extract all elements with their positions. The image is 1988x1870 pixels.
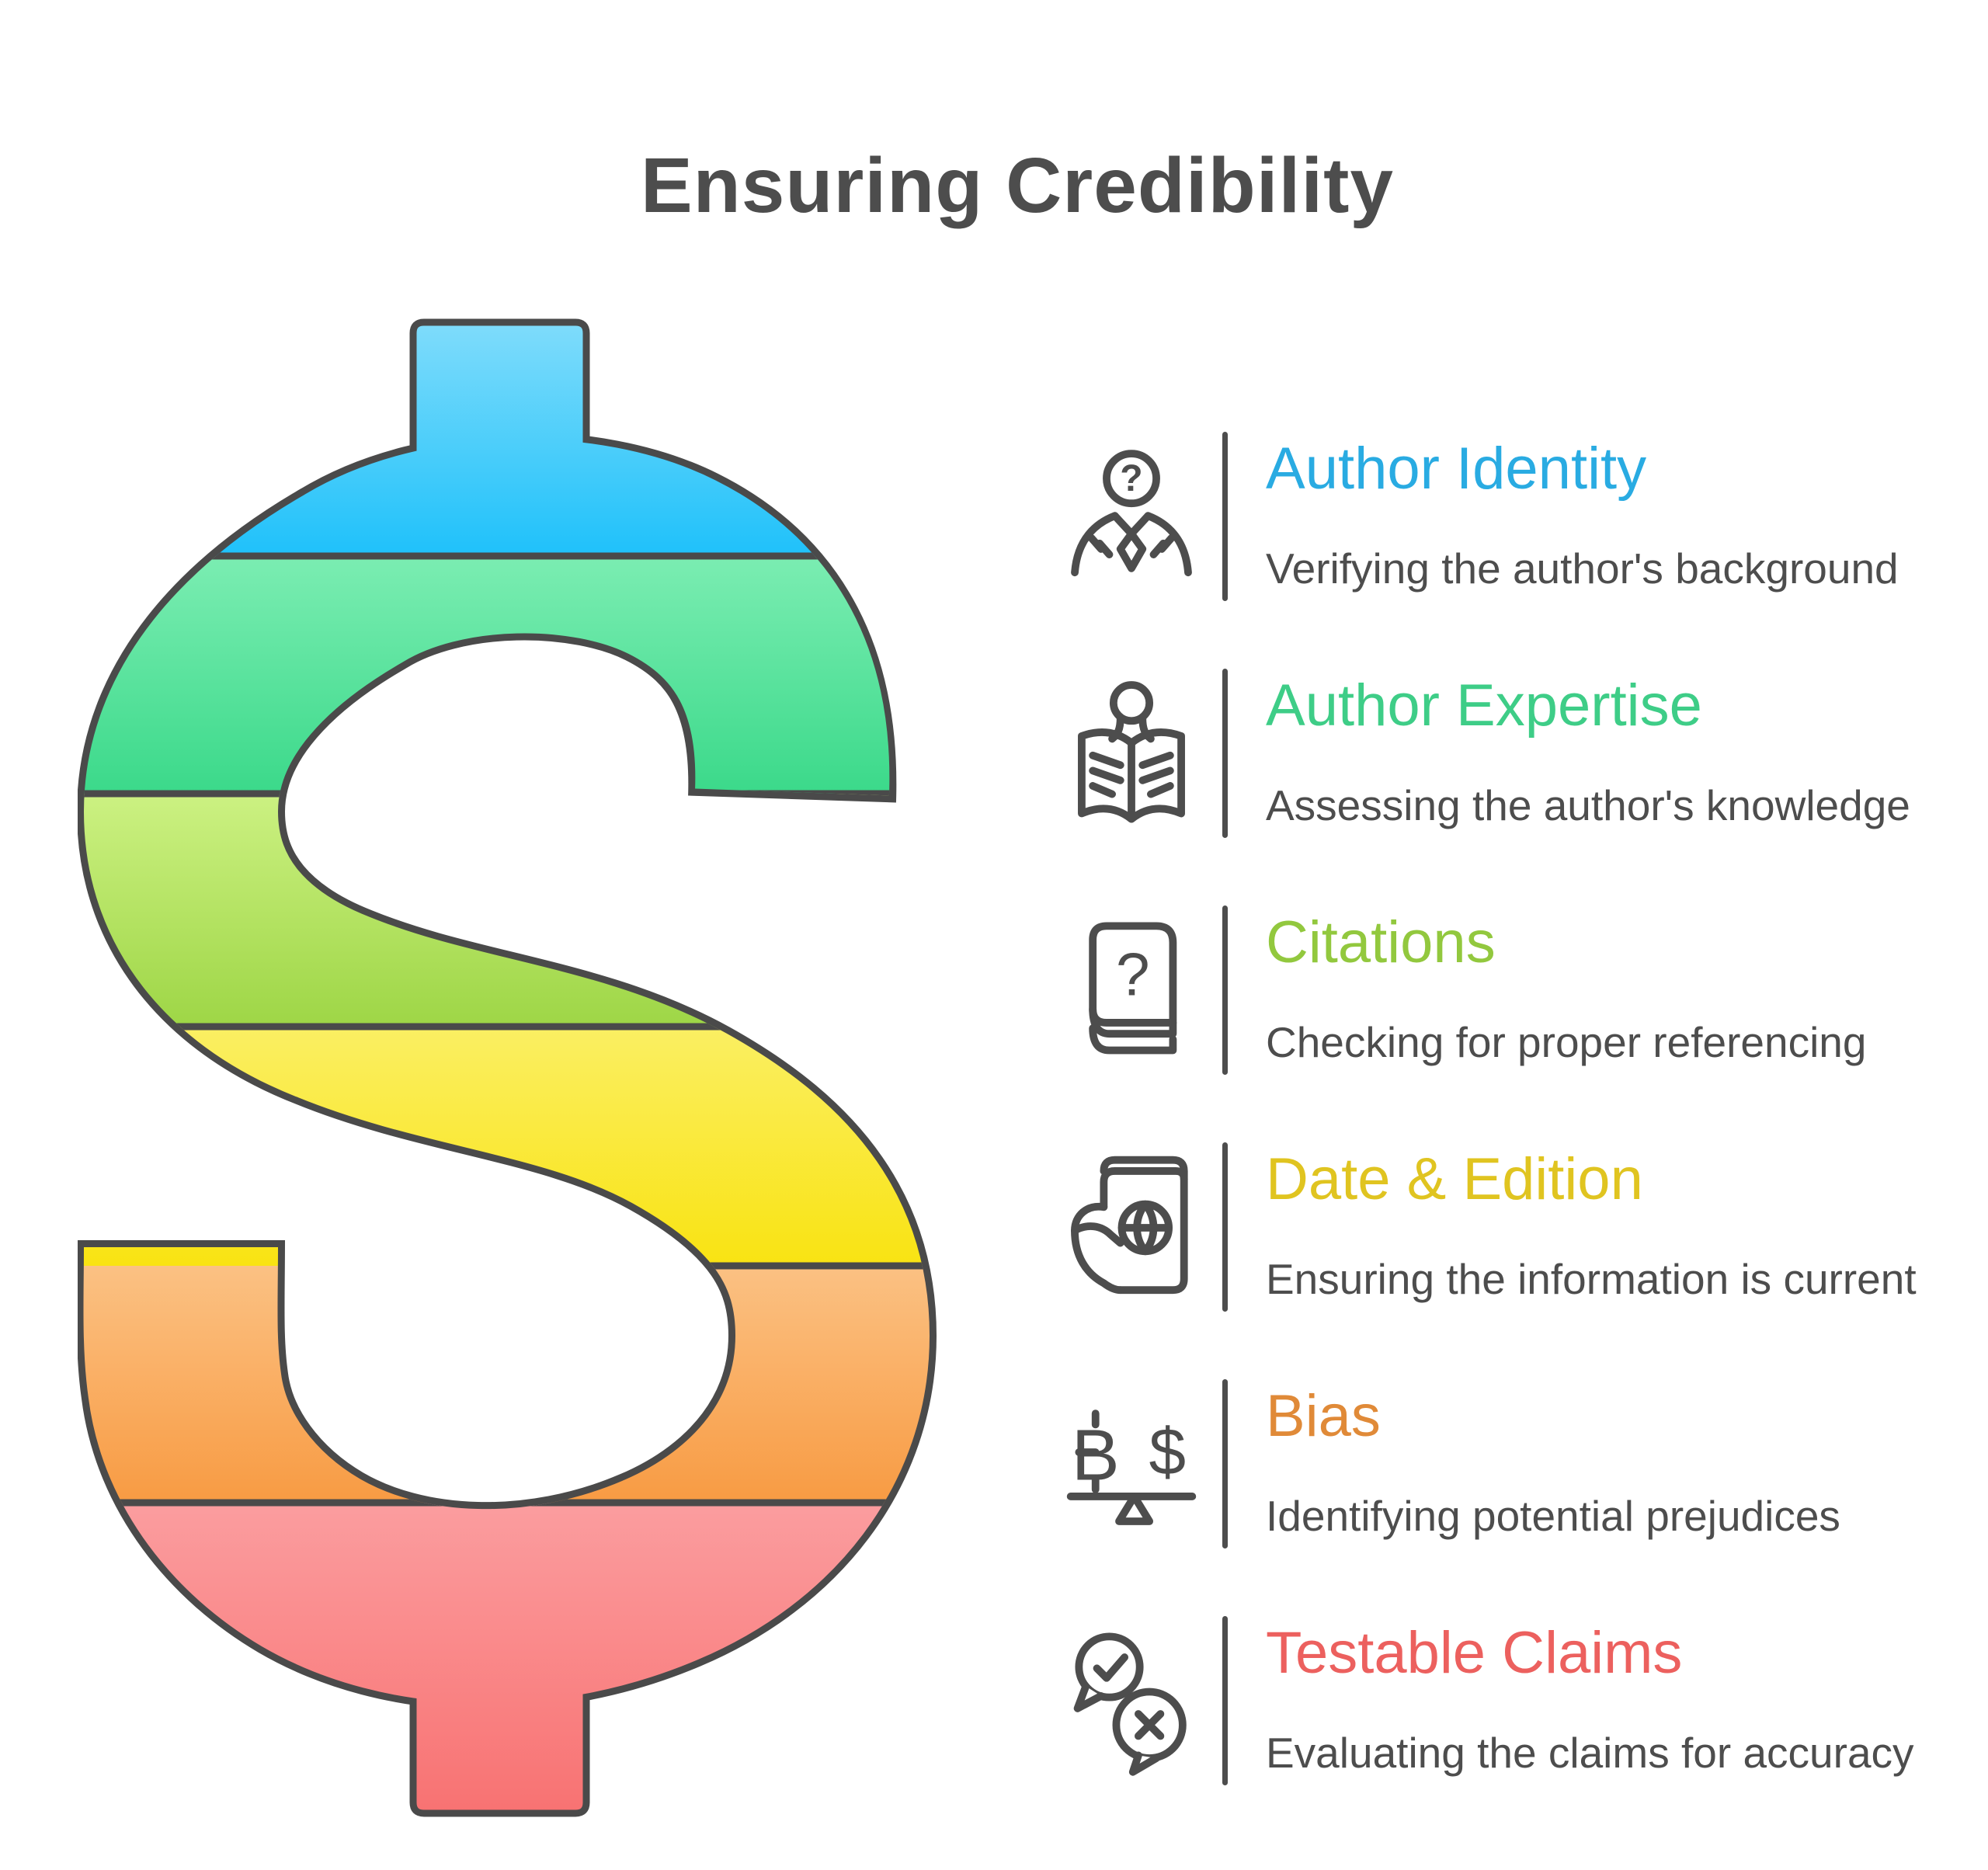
item-heading: Testable Claims xyxy=(1266,1620,1683,1686)
item-heading: Citations xyxy=(1266,909,1496,975)
open-book-reader-icon xyxy=(1058,676,1205,832)
svg-text:$: $ xyxy=(1149,1415,1187,1489)
item-description: Checking for proper referencing xyxy=(1266,1018,1867,1066)
item-divider xyxy=(1222,905,1228,1075)
person-question-icon: ? xyxy=(1058,440,1205,595)
list-item-author-expertise: Author Expertise Assessing the author's … xyxy=(1058,669,1958,866)
item-description: Identifying potential prejudices xyxy=(1266,1492,1840,1540)
item-description: Ensuring the information is current xyxy=(1266,1255,1917,1303)
book-question-icon: ? xyxy=(1058,913,1205,1069)
band-dividers xyxy=(78,552,947,1507)
item-heading: Author Expertise xyxy=(1266,673,1702,739)
list-item-testable-claims: Testable Claims Evaluating the claims fo… xyxy=(1058,1616,1958,1813)
item-heading: Date & Edition xyxy=(1266,1146,1643,1212)
list-item-citations: ? Citations Checking for proper referenc… xyxy=(1058,905,1958,1103)
item-divider xyxy=(1222,432,1228,601)
speech-bubbles-check-x-icon xyxy=(1058,1624,1205,1779)
passport-globe-icon xyxy=(1058,1150,1205,1305)
svg-text:?: ? xyxy=(1116,940,1150,1008)
item-description: Verifying the author's background xyxy=(1266,544,1899,593)
list-item-author-identity: ? Author Identity Verifying the author's… xyxy=(1058,432,1958,629)
x-bubble xyxy=(1112,1688,1187,1776)
item-divider xyxy=(1222,1142,1228,1312)
dollar-sign-graphic xyxy=(78,318,947,1817)
item-heading: Bias xyxy=(1266,1383,1381,1449)
svg-text:?: ? xyxy=(1120,457,1142,499)
check-bubble xyxy=(1073,1632,1144,1712)
dollar-body xyxy=(83,439,930,1704)
item-divider xyxy=(1222,1379,1228,1548)
list-item-date-edition: Date & Edition Ensuring the information … xyxy=(1058,1142,1958,1340)
page-title: Ensuring Credibility xyxy=(640,142,1395,229)
item-divider xyxy=(1222,1616,1228,1785)
item-heading: Author Identity xyxy=(1266,436,1647,502)
item-description: Assessing the author's knowledge xyxy=(1266,781,1910,829)
item-description: Evaluating the claims for accuracy xyxy=(1266,1729,1914,1777)
list-item-bias: B $ Bias Identifying potential prejudice… xyxy=(1058,1379,1958,1576)
balance-scale-icon: B $ xyxy=(1058,1387,1205,1542)
item-divider xyxy=(1222,669,1228,838)
